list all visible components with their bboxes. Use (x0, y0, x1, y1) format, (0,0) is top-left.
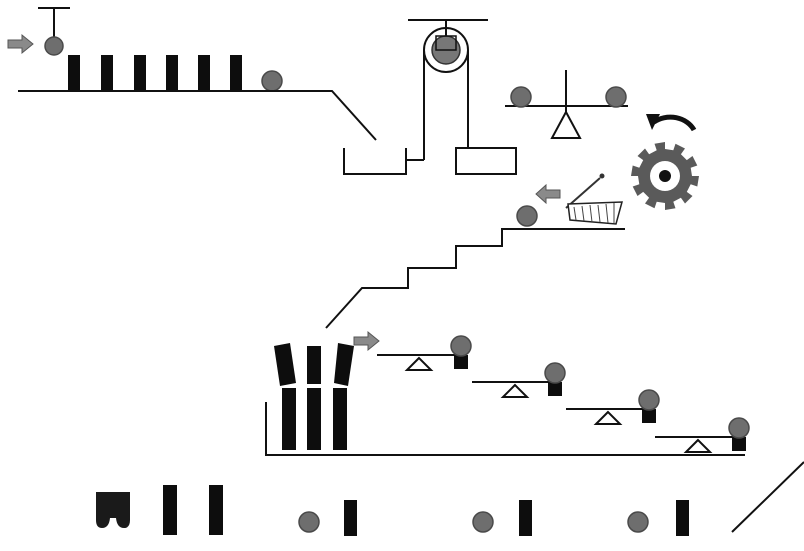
seesaw-unit (655, 417, 750, 453)
scale-ball-left (510, 86, 532, 108)
domino-track-ramp (18, 90, 377, 141)
seesaw-unit (472, 362, 566, 398)
component-legend (96, 461, 804, 536)
seesaw-chain-section (265, 330, 750, 456)
balance-scale-section (505, 70, 628, 139)
rotate-arrow-icon (646, 114, 697, 132)
domino (68, 55, 80, 91)
legend-domino (163, 485, 177, 535)
legend-domino (209, 485, 223, 535)
gear-broom-section (535, 114, 699, 225)
legend-ball (298, 511, 320, 533)
stair-ball (516, 205, 538, 227)
legend-ramp (731, 461, 804, 533)
gear-icon (631, 142, 699, 210)
left-bucket (343, 148, 407, 175)
domino-row (68, 55, 242, 91)
domino (230, 55, 242, 91)
legend-ball (627, 511, 649, 533)
seesaw-fulcrum (404, 356, 434, 371)
right-bucket (455, 147, 517, 175)
left-arrow-icon (535, 183, 561, 205)
seesaw-unit (566, 389, 660, 425)
legend-ball (472, 511, 494, 533)
domino (101, 55, 113, 91)
seesaw-unit (377, 335, 472, 371)
legend-block (344, 500, 357, 536)
lower-track (265, 402, 745, 456)
right-arrow-icon (353, 330, 380, 352)
seesaw-ball (638, 389, 660, 411)
legend-block (676, 500, 689, 536)
seesaw-weight-block (454, 355, 468, 369)
pendulum (38, 7, 70, 56)
seesaw-ball (728, 417, 750, 439)
legend-block (519, 500, 532, 536)
pulley-buckets-section (343, 19, 517, 175)
seesaw-ball (450, 335, 472, 357)
scale-fulcrum (550, 109, 582, 139)
seesaw-weight-block (732, 437, 746, 451)
seesaw-fulcrum (500, 383, 530, 398)
seesaw-ball (544, 362, 566, 384)
domino (166, 55, 178, 91)
domino-cluster (274, 343, 354, 450)
gear-axle (659, 170, 671, 182)
legend-dropped-block (96, 492, 130, 528)
domino (198, 55, 210, 91)
staircase (325, 228, 625, 329)
seesaw-fulcrum (593, 410, 623, 425)
domino-ramp-section (7, 7, 377, 141)
broom-icon (565, 173, 623, 225)
scale-ball-right (605, 86, 627, 108)
seesaw-chain (377, 335, 750, 453)
rolling-ball (261, 70, 283, 92)
pendulum-ball (44, 36, 64, 56)
seesaw-weight-block (642, 409, 656, 423)
right-arrow-icon (7, 33, 34, 55)
domino (134, 55, 146, 91)
seesaw-weight-block (548, 382, 562, 396)
staircase-section (325, 205, 625, 329)
seesaw-fulcrum (683, 438, 713, 453)
